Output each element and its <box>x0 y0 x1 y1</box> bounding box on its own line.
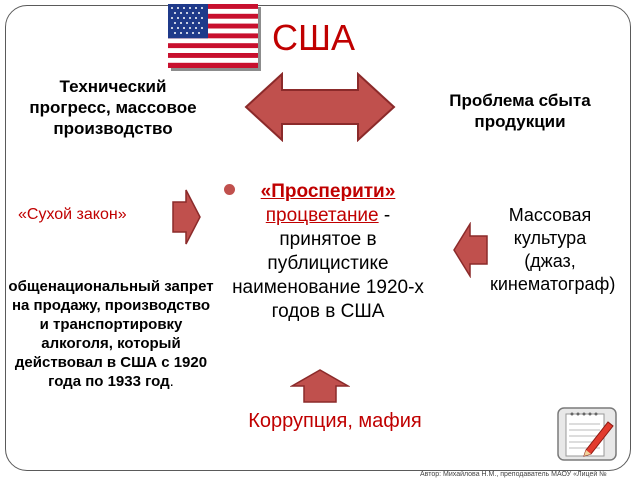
double-arrow-icon <box>244 72 396 142</box>
slide-title: США <box>272 17 356 58</box>
dry-law-definition-text: общенациональный запрет на продажу, прои… <box>8 278 214 390</box>
corruption-text: Коррупция, мафия <box>248 410 422 432</box>
notepad-pencil-icon[interactable] <box>556 406 618 462</box>
right-arrow-icon <box>172 189 201 245</box>
us-flag-icon <box>168 4 258 68</box>
mass-culture-text: Массовая культура (джаз, кинематограф) <box>490 205 616 294</box>
dry-law-definition: общенациональный запрет на продажу, прои… <box>6 277 216 391</box>
dry-law-definition-period: . <box>169 373 174 390</box>
author-footer: Автор: Михайлова Н.М., преподаватель МАО… <box>420 471 607 478</box>
bullet-icon <box>224 184 235 195</box>
up-arrow-icon <box>290 369 350 403</box>
slide-frame <box>5 5 631 471</box>
prosperity-term: «Просперити» <box>260 181 396 202</box>
right-factor-text: Проблема сбыта продукции <box>449 91 591 131</box>
prosperity-translation: процветание <box>265 205 379 226</box>
prosperity-block: «Просперити» процветание - принятое в пу… <box>224 180 428 324</box>
left-factor-text: Технический прогресс, массовое производс… <box>29 77 197 138</box>
dry-law-label: «Сухой закон» <box>18 206 127 223</box>
left-arrow-icon <box>453 222 488 278</box>
prosperity-description: - принятое в публицистике наименование 1… <box>232 205 424 322</box>
